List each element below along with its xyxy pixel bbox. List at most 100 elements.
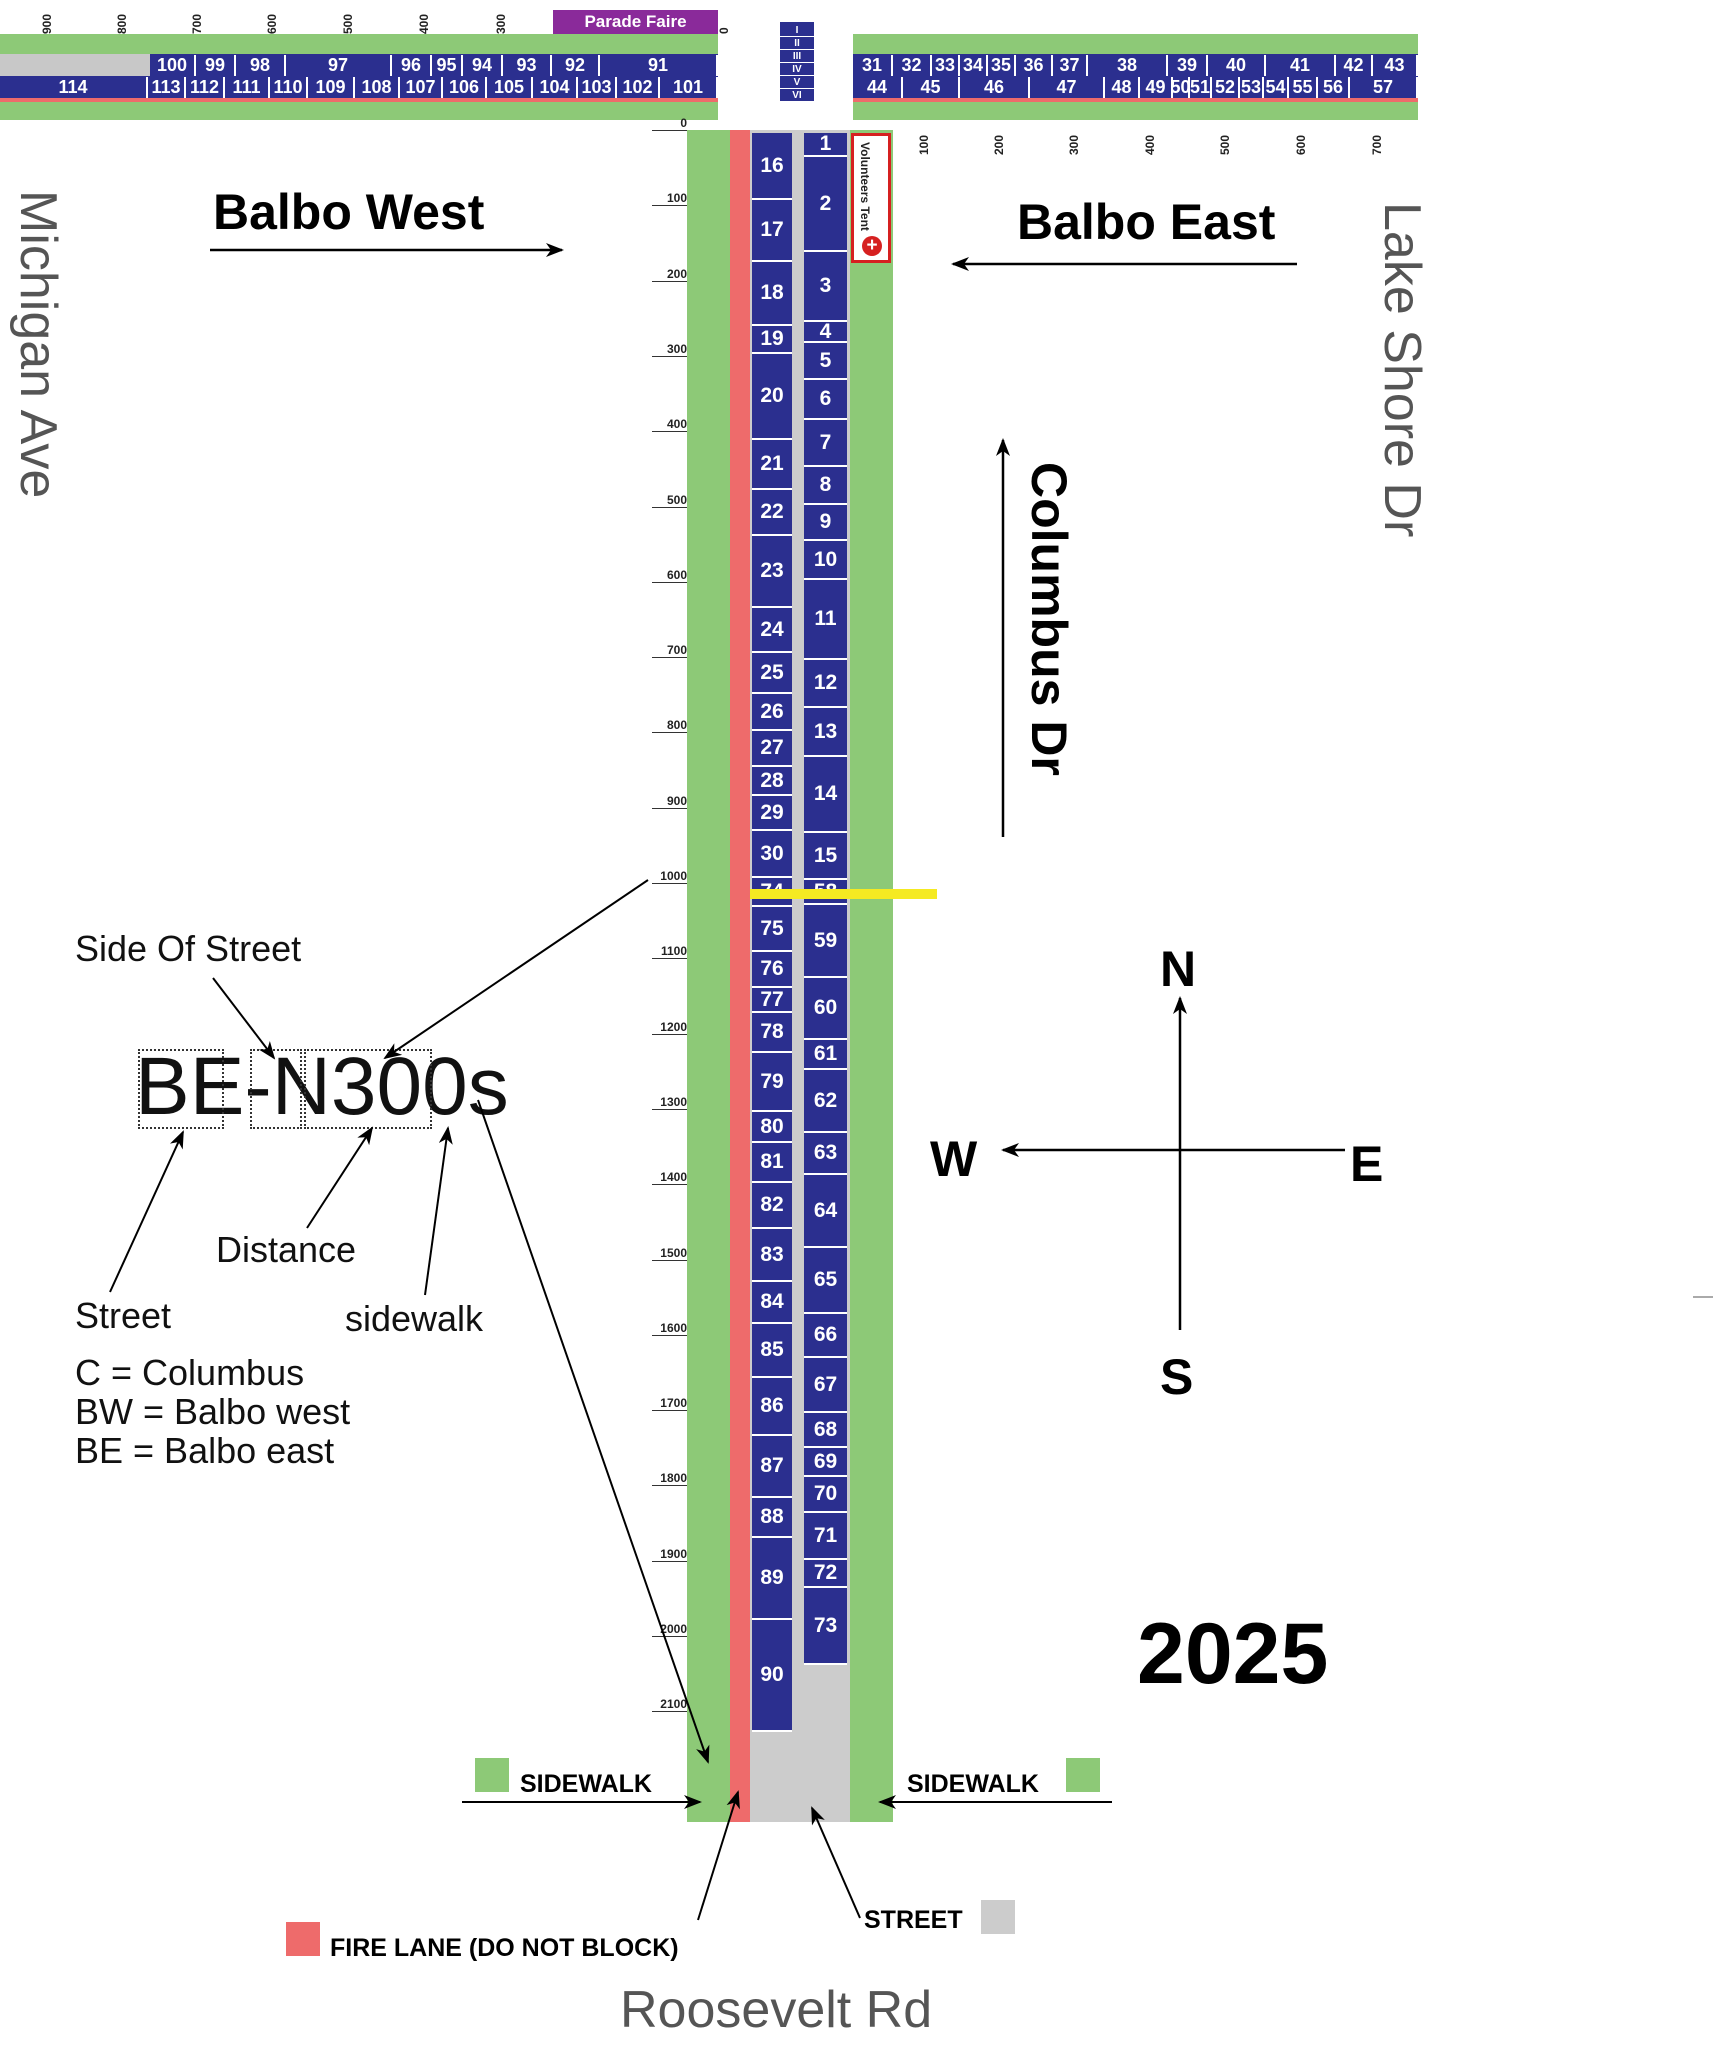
balbo-stall: 52 (1212, 77, 1240, 98)
balbo-stall: 114 (0, 77, 148, 98)
legend-street-swatch (981, 1900, 1015, 1934)
key-balbo-west: BW = Balbo west (75, 1391, 351, 1432)
columbus-tick: 400 (666, 417, 687, 432)
columbus-tick: 500 (666, 492, 687, 507)
balbo-east-sidewalk-top (853, 34, 1418, 54)
tick-line (652, 958, 687, 960)
columbus-tick: 100 (666, 191, 687, 206)
label-side-of-street: Side Of Street (75, 928, 302, 969)
legend-fire-lane-label: FIRE LANE (DO NOT BLOCK) (330, 1934, 679, 1962)
small-stall: III (780, 50, 814, 63)
tick-line (652, 883, 687, 884)
columbus-stall: 66 (804, 1314, 847, 1358)
columbus-tick: 1100 (660, 944, 687, 959)
columbus-label: Columbus Dr (1021, 462, 1077, 776)
columbus-stall: 77 (752, 988, 792, 1013)
compass-s: S (1160, 1349, 1194, 1405)
parade-faire-label: Parade Faire (584, 12, 687, 31)
columbus-tick: 600 (666, 567, 687, 582)
columbus-stall: 28 (752, 767, 792, 796)
balbo-stall: 31 (853, 55, 893, 76)
columbus-stall: 72 (804, 1560, 847, 1588)
balbo-stall: 106 (443, 77, 487, 98)
balbo-stall: 105 (487, 77, 533, 98)
columbus-tick: 300 (666, 341, 687, 356)
columbus-stall: 76 (752, 952, 792, 988)
balbo-stall: 91 (600, 55, 718, 76)
columbus-tick: 900 (666, 793, 687, 808)
columbus-stall: 70 (804, 1477, 847, 1513)
balbo-stall: 103 (578, 77, 617, 98)
balbo-stall: 34 (960, 55, 988, 76)
columbus-tick: 2000 (660, 1622, 687, 1636)
columbus-tick: 1400 (660, 1170, 687, 1185)
columbus-stall: 3 (804, 252, 847, 322)
columbus-stall: 78 (752, 1013, 792, 1053)
label-sidewalk: sidewalk (345, 1298, 484, 1339)
columbus-stall: 14 (804, 757, 847, 833)
columbus-stall: 84 (752, 1282, 792, 1324)
balbo-west-fire-lane (0, 98, 718, 102)
columbus-stall: 73 (804, 1588, 847, 1665)
columbus-stall: 62 (804, 1070, 847, 1133)
compass-w: W (930, 1131, 978, 1187)
columbus-stall: 69 (804, 1448, 847, 1477)
balbo-stall: 39 (1168, 55, 1208, 76)
columbus-stall: 4 (804, 320, 847, 343)
balbo-stall: 49 (1140, 77, 1173, 98)
balbo-stall: 48 (1105, 77, 1140, 98)
tick-line (652, 1560, 687, 1562)
columbus-stall: 9 (804, 505, 847, 541)
balbo-stall: 95 (432, 55, 463, 76)
columbus-stall: 18 (752, 262, 792, 326)
columbus-stall: 88 (752, 1498, 792, 1538)
balbo-stall: 46 (960, 77, 1030, 98)
balbo-stall: 38 (1088, 55, 1168, 76)
label-distance: Distance (216, 1229, 357, 1270)
columbus-stall: 20 (752, 354, 792, 440)
balbo-stall: 41 (1266, 55, 1336, 76)
columbus-stall: 22 (752, 490, 792, 536)
tick-line (652, 205, 687, 207)
columbus-stall: 17 (752, 200, 792, 262)
key-columbus: C = Columbus (75, 1352, 305, 1393)
columbus-stall: 24 (752, 608, 792, 653)
balbo-stall: 99 (196, 55, 236, 76)
columbus-stall: 79 (752, 1053, 792, 1112)
columbus-stall: 15 (804, 833, 847, 880)
tick-line (652, 506, 687, 508)
columbus-tick: 1900 (660, 1546, 687, 1561)
columbus-stall: 85 (752, 1324, 792, 1378)
balbo-stall: 35 (988, 55, 1016, 76)
yellow-marker (750, 889, 937, 899)
balbo-stall: 56 (1318, 77, 1350, 98)
legend-sidewalk-swatch-left (475, 1758, 509, 1792)
balbo-stall: 98 (236, 55, 286, 76)
lake-shore-label: Lake Shore Dr (1373, 202, 1431, 538)
columbus-tick: 200 (666, 266, 687, 281)
balbo-stall: 55 (1289, 77, 1318, 98)
balbo-east-fire-lane (853, 98, 1418, 102)
columbus-stall: 6 (804, 380, 847, 420)
columbus-stall: 82 (752, 1183, 792, 1229)
balbo-stall: 97 (286, 55, 392, 76)
key-balbo-east: BE = Balbo east (75, 1430, 335, 1471)
code-box-side (250, 1049, 302, 1129)
small-stall: I (780, 24, 814, 37)
balbo-stall: 92 (552, 55, 600, 76)
code-box-street (138, 1049, 224, 1129)
balbo-stall: 111 (225, 77, 270, 98)
columbus-tick: 1700 (660, 1396, 687, 1411)
balbo-stall: 101 (660, 77, 718, 98)
first-aid-icon: + (862, 236, 882, 256)
tick-line (652, 280, 687, 282)
columbus-stall: 68 (804, 1413, 847, 1448)
columbus-stall: 83 (752, 1229, 792, 1282)
tick-line (652, 1410, 687, 1412)
balbo-stall: 32 (893, 55, 932, 76)
columbus-stall: 71 (804, 1513, 847, 1560)
balbo-stall: 37 (1053, 55, 1088, 76)
balbo-stall: 45 (903, 77, 960, 98)
balbo-west-sidewalk-top (0, 34, 718, 54)
tick-line (652, 431, 687, 433)
